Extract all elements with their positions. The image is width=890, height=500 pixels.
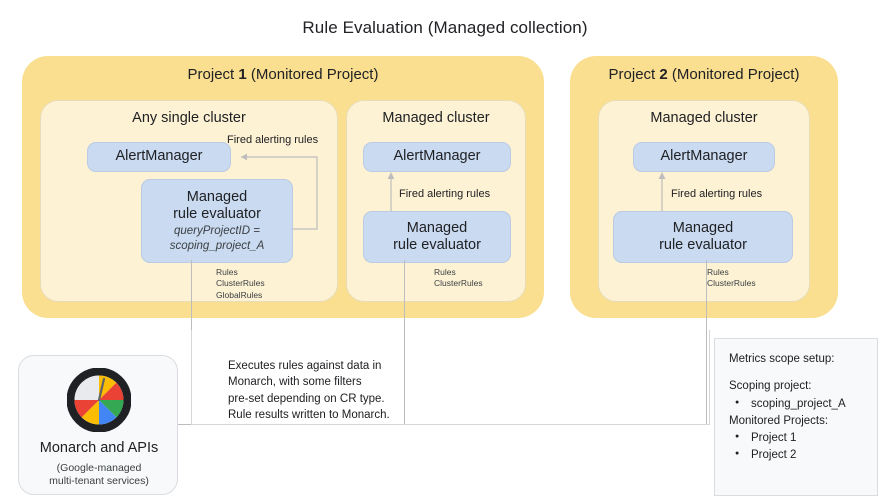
- monitored-project-item-2: Project 2: [729, 447, 863, 464]
- cluster-any-single-title: Any single cluster: [132, 110, 246, 126]
- cluster-managed-2a-title: Managed cluster: [650, 110, 758, 126]
- project-2-title: Project 2 (Monitored Project): [570, 66, 838, 83]
- caption-container: [191, 330, 710, 425]
- monarch-and-apis-card[interactable]: Monarch and APIs (Google-managed multi-t…: [18, 355, 178, 495]
- project-2-title-suffix: (Monitored Project): [667, 66, 800, 83]
- managed-rule-evaluator-box-cluster-1b[interactable]: Managed rule evaluator: [363, 211, 511, 263]
- scope-spacer: [729, 368, 863, 378]
- evaluator-line-1: Managed: [186, 188, 248, 205]
- scoping-project-label: Scoping project:: [729, 380, 812, 393]
- project-2-container: Project 2 (Monitored Project) Managed cl…: [570, 56, 838, 318]
- page-title: Rule Evaluation (Managed collection): [302, 18, 588, 37]
- rules-note-cluster-1a: Rules ClusterRules GlobalRules: [216, 267, 265, 300]
- alertmanager-box-cluster-2a[interactable]: AlertManager: [633, 142, 775, 172]
- edge-label-fired-alerting-rules-1b: Fired alerting rules: [399, 188, 491, 200]
- connector-line-cluster-1b-to-monarch: [404, 260, 405, 425]
- alertmanager-label: AlertManager: [115, 148, 203, 165]
- fired-alerting-rules-arrow-2a: [658, 172, 666, 211]
- scope-heading: Metrics scope setup:: [729, 353, 835, 365]
- metrics-scope-panel: Metrics scope setup: Scoping project: sc…: [714, 338, 878, 496]
- evaluator-line-1: Managed: [406, 219, 468, 236]
- evaluator-line-2: rule evaluator: [659, 237, 747, 253]
- alertmanager-box-cluster-1b[interactable]: AlertManager: [363, 142, 511, 172]
- scoping-project-item: scoping_project_A: [729, 396, 863, 413]
- monitored-projects-label: Monitored Projects:: [729, 414, 829, 427]
- caption-text: Executes rules against data in Monarch, …: [228, 360, 390, 421]
- managed-rule-evaluator-box-cluster-1a[interactable]: Managed rule evaluator queryProjectID = …: [141, 179, 293, 263]
- monarch-title: Monarch and APIs: [39, 440, 159, 456]
- alertmanager-box-cluster-1a[interactable]: AlertManager: [87, 142, 231, 172]
- evaluator-sub-1: queryProjectID =: [174, 224, 260, 237]
- evaluator-line-2: rule evaluator: [393, 237, 481, 253]
- evaluator-line-2: rule evaluator: [173, 205, 261, 222]
- monitored-project-item-1: Project 1: [729, 430, 863, 447]
- cluster-managed-1b-title: Managed cluster: [382, 110, 490, 126]
- monarch-gauge-icon: [67, 368, 131, 432]
- connector-line-cluster-2a-to-monarch: [706, 260, 707, 425]
- rules-note-cluster-1b: Rules ClusterRules: [434, 267, 483, 289]
- project-1-title-prefix: Project: [187, 66, 239, 83]
- project-1-container: Project 1 (Monitored Project) Any single…: [22, 56, 544, 318]
- cluster-any-single: Any single cluster AlertManager Managed …: [40, 100, 338, 302]
- rules-note-cluster-2a: Rules ClusterRules: [707, 267, 756, 289]
- managed-rule-evaluator-box-cluster-2a[interactable]: Managed rule evaluator: [613, 211, 793, 263]
- fired-alerting-rules-arrow-1b: [387, 172, 395, 211]
- monarch-subtitle: (Google-managed multi-tenant services): [49, 462, 149, 488]
- project-2-title-number: 2: [659, 66, 668, 83]
- evaluator-sub-2: scoping_project_A: [169, 240, 265, 253]
- edge-label-fired-alerting-rules-1a: Fired alerting rules: [227, 134, 319, 146]
- cluster-managed-2a: Managed cluster AlertManager Managed rul…: [598, 100, 810, 302]
- project-1-title-suffix: (Monitored Project): [246, 66, 379, 83]
- cluster-managed-1b: Managed cluster AlertManager Managed rul…: [346, 100, 526, 302]
- evaluator-line-1: Managed: [672, 219, 734, 236]
- project-2-title-prefix: Project: [608, 66, 660, 83]
- edge-label-fired-alerting-rules-2a: Fired alerting rules: [671, 188, 763, 200]
- fired-alerting-rules-arrow-1a: [241, 153, 318, 230]
- project-1-title-number: 1: [238, 66, 247, 83]
- alertmanager-label: AlertManager: [660, 148, 748, 165]
- alertmanager-label: AlertManager: [393, 148, 481, 165]
- project-1-title: Project 1 (Monitored Project): [22, 66, 544, 83]
